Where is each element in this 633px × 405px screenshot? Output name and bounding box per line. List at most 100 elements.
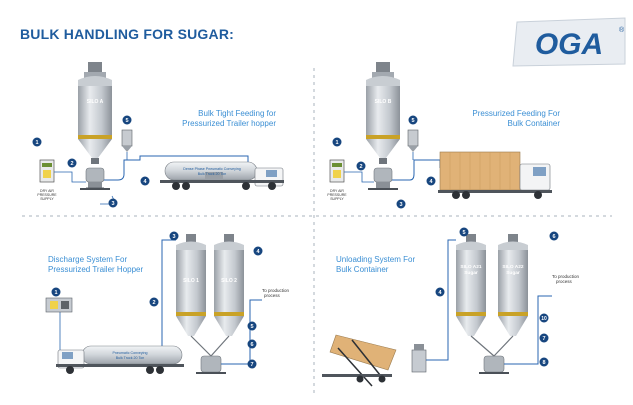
- silo-2: SILO 2: [214, 234, 244, 336]
- air-supply-label: PRESSURE: [37, 193, 57, 197]
- step-badge: 5: [122, 115, 132, 125]
- svg-text:7: 7: [542, 336, 545, 342]
- trailer-caption: Dense Phase Pneumatic Conveying: [183, 167, 241, 171]
- to-production-label: process: [264, 293, 281, 298]
- air-line: [100, 195, 117, 205]
- air-supply-label: PRESSURE: [327, 193, 347, 197]
- step-badge: 1: [332, 137, 342, 147]
- trailer-hopper: Pneumatic Conveying Bulk Truck 20 Ton: [56, 345, 184, 374]
- svg-text:1: 1: [54, 290, 57, 296]
- svg-text:5: 5: [250, 324, 253, 330]
- panel-title: Bulk Tight Feeding for: [198, 109, 276, 118]
- svg-text:5: 5: [125, 118, 128, 124]
- svg-text:4: 4: [438, 290, 442, 296]
- svg-text:1: 1: [35, 140, 38, 146]
- tipping-container-truck: [322, 334, 397, 387]
- panel-top-right: Pressurized Feeding For Bulk Container S…: [327, 62, 560, 209]
- step-badge: 4: [426, 176, 436, 186]
- silo-label: SILO 1: [183, 278, 199, 284]
- step-badge: 2: [149, 297, 159, 307]
- panel-title: Unloading System For: [336, 255, 415, 264]
- silo-label: SILO 2: [221, 278, 237, 284]
- silo-label: SILO A: [87, 99, 104, 105]
- step-badge: 5: [408, 115, 418, 125]
- step-badge: 8: [539, 357, 549, 367]
- to-production-label: process: [556, 279, 573, 284]
- silo-a21: SILO A21 Sugar: [456, 234, 486, 336]
- svg-text:2: 2: [152, 300, 155, 306]
- step-badge: 1: [32, 137, 42, 147]
- panel-title: Discharge System For: [48, 255, 127, 264]
- discharge-vessel: [470, 335, 514, 374]
- silo-label: SILO B: [375, 99, 392, 105]
- to-production-label: To production: [262, 288, 290, 293]
- step-badge: 1: [51, 287, 61, 297]
- trailer-hopper: Dense Phase Pneumatic Conveying Bulk Tru…: [160, 161, 284, 190]
- step-badge: 4: [140, 176, 150, 186]
- svg-text:4: 4: [143, 179, 147, 185]
- step-badge: 4: [435, 287, 445, 297]
- step-badge: 7: [539, 333, 549, 343]
- silo-label: SILO A22: [502, 264, 523, 270]
- to-production-label: To production: [552, 274, 580, 279]
- svg-text:6: 6: [250, 342, 253, 348]
- air-supply-label: DRY AIR: [40, 189, 54, 193]
- logo-registered-mark: ®: [619, 26, 625, 34]
- silo-a22: SILO A22 Sugar: [498, 234, 528, 336]
- svg-text:2: 2: [70, 161, 73, 167]
- dust-filter: [121, 129, 133, 152]
- oga-logo: OGA ®: [512, 17, 626, 67]
- step-badge: 10: [539, 313, 549, 323]
- svg-text:7: 7: [250, 362, 253, 368]
- svg-text:5: 5: [462, 230, 465, 236]
- discharge-vessel: [190, 335, 230, 374]
- dust-filter: [407, 129, 419, 152]
- air-line: [344, 171, 374, 183]
- page-title: BULK HANDLING FOR SUGAR:: [20, 26, 235, 42]
- trailer-caption: Bulk Truck 20 Ton: [198, 172, 227, 176]
- panel-title: Pressurized Feeding For: [472, 109, 560, 118]
- air-supply-panel: [39, 159, 55, 183]
- step-badge: 5: [459, 227, 469, 237]
- step-badge: 6: [549, 231, 559, 241]
- panel-bottom-right: Unloading System For Bulk Container SILO…: [322, 227, 580, 387]
- svg-text:3: 3: [399, 202, 402, 208]
- svg-text:4: 4: [256, 249, 260, 255]
- silo-label: Sugar: [506, 270, 520, 276]
- panel-bottom-left: Discharge System For Pressurized Trailer…: [45, 231, 290, 374]
- pressure-vessel: [80, 167, 110, 190]
- silo-label: SILO A21: [460, 264, 481, 270]
- svg-text:6: 6: [552, 234, 555, 240]
- step-badge: 4: [253, 246, 263, 256]
- trailer-caption: Pneumatic Conveying: [113, 351, 148, 355]
- svg-text:1: 1: [335, 140, 338, 146]
- panel-title: Pressurized Trailer hopper: [182, 119, 276, 128]
- air-supply-label: SUPPLY: [330, 197, 344, 201]
- step-badge: 6: [247, 339, 257, 349]
- step-badge: 2: [356, 161, 366, 171]
- step-badge: 2: [67, 158, 77, 168]
- air-supply-label: DRY AIR: [330, 189, 344, 193]
- panel-title: Pressurized Trailer Hopper: [48, 265, 143, 274]
- conveying-pipe: [104, 155, 249, 181]
- silo-b: SILO B: [366, 62, 400, 164]
- logo-text: OGA: [535, 28, 603, 61]
- silo-a: SILO A: [78, 62, 112, 164]
- production-line: [504, 295, 552, 365]
- svg-text:3: 3: [111, 201, 114, 207]
- feeder-station: [411, 344, 427, 373]
- silo-label: Sugar: [464, 270, 478, 276]
- step-badge: 7: [247, 359, 257, 369]
- silo-1: SILO 1: [176, 234, 206, 336]
- conveying-pipe: [150, 239, 176, 361]
- step-badge: 3: [396, 199, 406, 209]
- svg-text:5: 5: [411, 118, 414, 124]
- svg-text:8: 8: [542, 360, 545, 366]
- step-badge: 3: [108, 198, 118, 208]
- air-line: [59, 310, 82, 353]
- svg-text:10: 10: [541, 316, 547, 322]
- svg-text:2: 2: [359, 164, 362, 170]
- bulk-container-truck: [438, 151, 552, 199]
- conveying-pipe: [426, 239, 456, 361]
- panel-top-left: Bulk Tight Feeding for Pressurized Trail…: [32, 62, 284, 208]
